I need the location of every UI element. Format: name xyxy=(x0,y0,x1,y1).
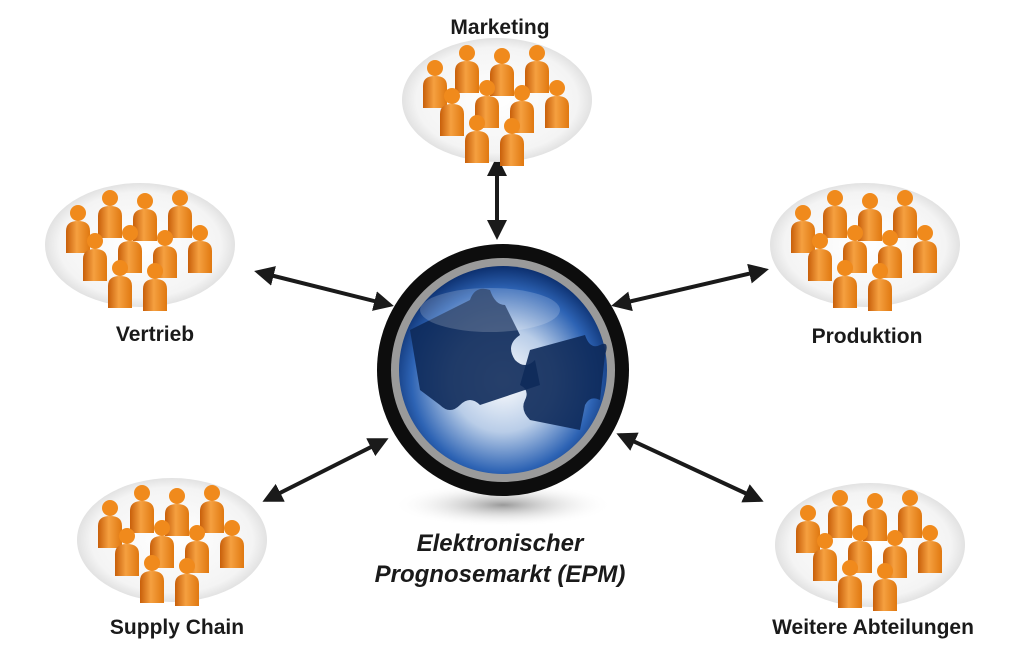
person-icon xyxy=(66,205,90,253)
person-icon xyxy=(898,490,922,538)
person-icon xyxy=(796,505,820,553)
label-produktion: Produktion xyxy=(811,325,923,348)
person-icon xyxy=(791,205,815,253)
person-icon xyxy=(143,263,167,311)
person-icon xyxy=(500,118,524,166)
puzzle-piece-right-icon xyxy=(520,335,607,430)
person-icon xyxy=(858,193,882,241)
puzzle-piece-left-icon xyxy=(410,288,540,410)
label-vertrieb: Vertrieb xyxy=(115,323,195,346)
people-group-vertrieb xyxy=(45,183,235,311)
person-icon xyxy=(168,190,192,238)
label-marketing: Marketing xyxy=(450,16,550,39)
person-icon xyxy=(188,225,212,273)
epm-center-icon xyxy=(377,244,629,527)
label-weitere-abteilungen: Weitere Abteilungen xyxy=(772,616,974,639)
arrow-produktion xyxy=(611,263,769,312)
person-icon xyxy=(200,485,224,533)
person-icon xyxy=(545,80,569,128)
person-icon xyxy=(873,563,897,611)
person-icon xyxy=(140,555,164,603)
person-icon xyxy=(165,488,189,536)
person-icon xyxy=(130,485,154,533)
person-icon xyxy=(828,490,852,538)
person-icon xyxy=(423,60,447,108)
person-icon xyxy=(913,225,937,273)
people-group-weitere xyxy=(775,483,965,611)
center-shadow xyxy=(393,483,613,527)
arrow-weitere xyxy=(616,432,764,503)
globe-highlight xyxy=(420,288,560,332)
person-icon xyxy=(455,45,479,93)
people-group-produktion xyxy=(770,183,960,311)
person-icon xyxy=(823,190,847,238)
person-icon xyxy=(465,115,489,163)
person-icon xyxy=(98,190,122,238)
person-icon xyxy=(893,190,917,238)
epm-title-line2: Prognosemarkt (EPM) xyxy=(374,561,626,588)
epm-title-line1: Elektronischer xyxy=(416,530,584,557)
person-icon xyxy=(175,558,199,606)
person-icon xyxy=(440,88,464,136)
label-supply-chain: Supply Chain xyxy=(109,616,245,639)
arrow-supply-chain xyxy=(262,438,389,502)
person-icon xyxy=(133,193,157,241)
person-icon xyxy=(98,500,122,548)
people-group-supply-chain xyxy=(77,478,267,606)
person-icon xyxy=(868,263,892,311)
person-icon xyxy=(525,45,549,93)
person-icon xyxy=(918,525,942,573)
person-icon xyxy=(863,493,887,541)
person-icon xyxy=(220,520,244,568)
person-icon xyxy=(108,260,132,308)
person-icon xyxy=(115,528,139,576)
arrow-vertrieb xyxy=(254,266,394,311)
person-icon xyxy=(490,48,514,96)
person-icon xyxy=(83,233,107,281)
person-icon xyxy=(808,233,832,281)
person-icon xyxy=(813,533,837,581)
person-icon xyxy=(838,560,862,608)
person-icon xyxy=(833,260,857,308)
people-group-marketing xyxy=(402,38,592,166)
